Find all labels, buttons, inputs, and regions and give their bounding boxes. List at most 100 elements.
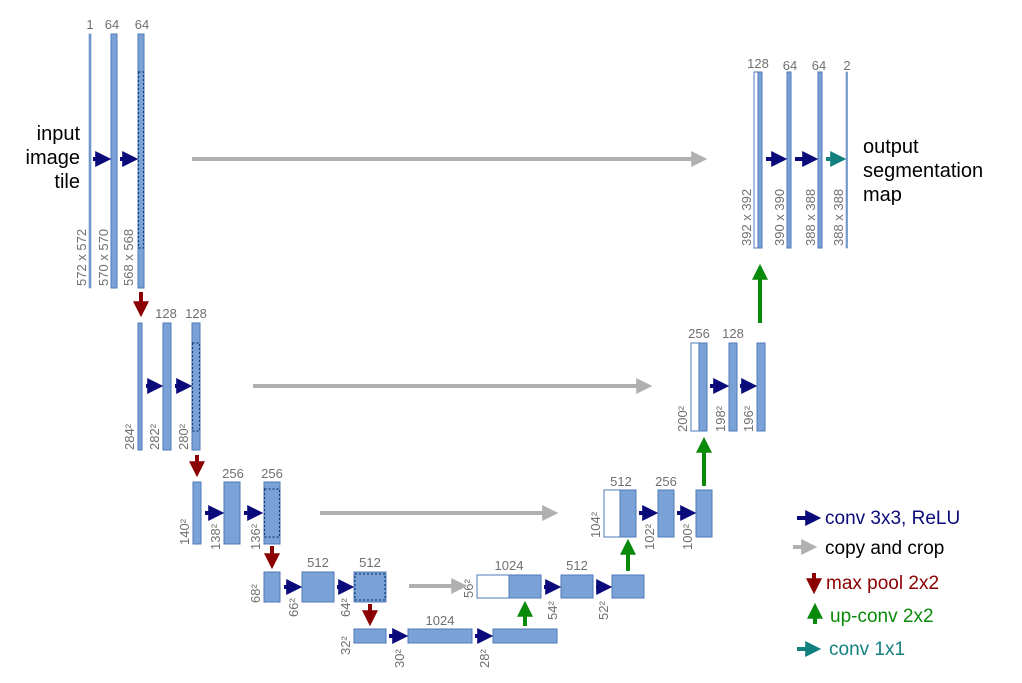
block-282 [162, 322, 172, 451]
upconv-block-104 [619, 489, 637, 538]
upconv-block-200 [698, 342, 708, 432]
legend-conv-label: conv 3x3, ReLU [825, 508, 960, 529]
size-68: 68² [248, 584, 263, 603]
pool-arrows [133, 292, 378, 627]
size-198: 198² [713, 405, 728, 432]
size-28: 28² [477, 649, 492, 668]
block-102 [657, 489, 675, 538]
channel-256b: 256 [261, 466, 283, 481]
size-282: 282² [147, 423, 162, 450]
channel-64-up1b: 64 [812, 58, 826, 73]
size-138: 138² [208, 523, 223, 550]
size-100: 100² [680, 523, 695, 550]
size-572: 572 x 572 [74, 229, 89, 286]
block-196 [756, 342, 766, 432]
size-568: 568 x 568 [121, 229, 136, 286]
channel-64b: 64 [135, 17, 149, 32]
block-284 [137, 322, 143, 451]
enc-level-1: 1 64 64 572 x 572 570 x 570 568 x 568 [74, 17, 149, 289]
block-138 [223, 481, 241, 545]
block-572 [88, 33, 92, 289]
block-54 [560, 574, 594, 599]
enc-level-2: 128 128 284² 282² 280² [122, 306, 207, 451]
size-392: 392 x 392 [739, 189, 754, 246]
dec-level-3: 512 256 104² 102² 100² [588, 474, 713, 550]
input-label-line3: tile [54, 171, 80, 193]
dec-level-1: 128 64 64 2 392 x 392 390 x 390 388 x 38… [739, 56, 851, 249]
channel-2: 2 [843, 58, 850, 73]
block-100 [695, 489, 713, 538]
legend-conv1-label: conv 1x1 [829, 639, 905, 660]
size-64: 64² [338, 598, 353, 617]
channel-512-up: 512 [566, 558, 588, 573]
enc-level-4: 512 512 68² 66² 64² [248, 555, 387, 617]
legend: conv 3x3, ReLU copy and crop max pool 2x… [793, 508, 960, 660]
size-136: 136² [248, 523, 263, 550]
size-30: 30² [392, 649, 407, 668]
copied-block-56 [476, 574, 510, 599]
upconv-block-392 [757, 71, 763, 249]
block-570 [110, 33, 118, 289]
channel-1024a: 1024 [426, 613, 455, 628]
output-block-388 [845, 71, 848, 249]
channel-128b: 128 [185, 306, 207, 321]
block-28 [492, 628, 558, 644]
block-30 [407, 628, 473, 644]
size-32: 32² [338, 636, 353, 655]
block-32 [353, 628, 387, 644]
block-390 [786, 71, 792, 249]
upconv-block-56 [508, 574, 542, 599]
size-388b: 388 x 388 [831, 189, 846, 246]
size-388a: 388 x 388 [803, 189, 818, 246]
copied-block-104 [603, 489, 621, 538]
channel-128-up1: 128 [747, 56, 769, 71]
size-284: 284² [122, 423, 137, 450]
channel-64a: 64 [105, 17, 119, 32]
output-label-line3: map [863, 184, 902, 206]
size-102: 102² [642, 523, 657, 550]
size-52: 52² [596, 601, 611, 620]
size-390: 390 x 390 [772, 189, 787, 246]
channel-256-up2: 256 [688, 326, 710, 341]
legend-pool-label: max pool 2x2 [826, 573, 939, 594]
channel-1024b: 1024 [495, 558, 524, 573]
size-66: 66² [286, 598, 301, 617]
channel-1: 1 [86, 17, 93, 32]
legend-up-label: up-conv 2x2 [830, 606, 934, 627]
size-570: 570 x 570 [96, 229, 111, 286]
channel-128-up2: 128 [722, 326, 744, 341]
crop-region-136 [263, 488, 281, 538]
copied-block-200 [690, 342, 700, 432]
channel-64-up1a: 64 [783, 58, 797, 73]
copied-block-392 [753, 71, 759, 249]
channel-256a: 256 [222, 466, 244, 481]
copy-arrows [192, 151, 708, 594]
size-56: 56² [461, 579, 476, 598]
block-52 [611, 574, 645, 599]
channel-512-up3: 512 [610, 474, 632, 489]
dec-level-4: 1024 512 56² 54² 52² [461, 558, 645, 620]
up-arrows [517, 263, 768, 626]
block-140 [192, 481, 202, 545]
size-104: 104² [588, 511, 603, 538]
channel-512b: 512 [359, 555, 381, 570]
output-label-line1: output [863, 136, 919, 158]
size-200: 200² [675, 405, 690, 432]
block-198 [728, 342, 738, 432]
channel-512a: 512 [307, 555, 329, 570]
channel-256-up3: 256 [655, 474, 677, 489]
size-196: 196² [741, 405, 756, 432]
input-label-line1: input [37, 123, 81, 145]
size-54: 54² [545, 601, 560, 620]
channel-128a: 128 [155, 306, 177, 321]
block-136 [263, 481, 281, 545]
crop-region-568 [137, 71, 145, 249]
dec-level-2: 256 128 200² 198² 196² [675, 326, 766, 432]
block-388a [817, 71, 823, 249]
block-64 [353, 571, 387, 603]
legend-copy-label: copy and crop [825, 538, 944, 559]
size-280: 280² [176, 423, 191, 450]
block-68 [263, 571, 281, 603]
size-140: 140² [177, 518, 192, 545]
